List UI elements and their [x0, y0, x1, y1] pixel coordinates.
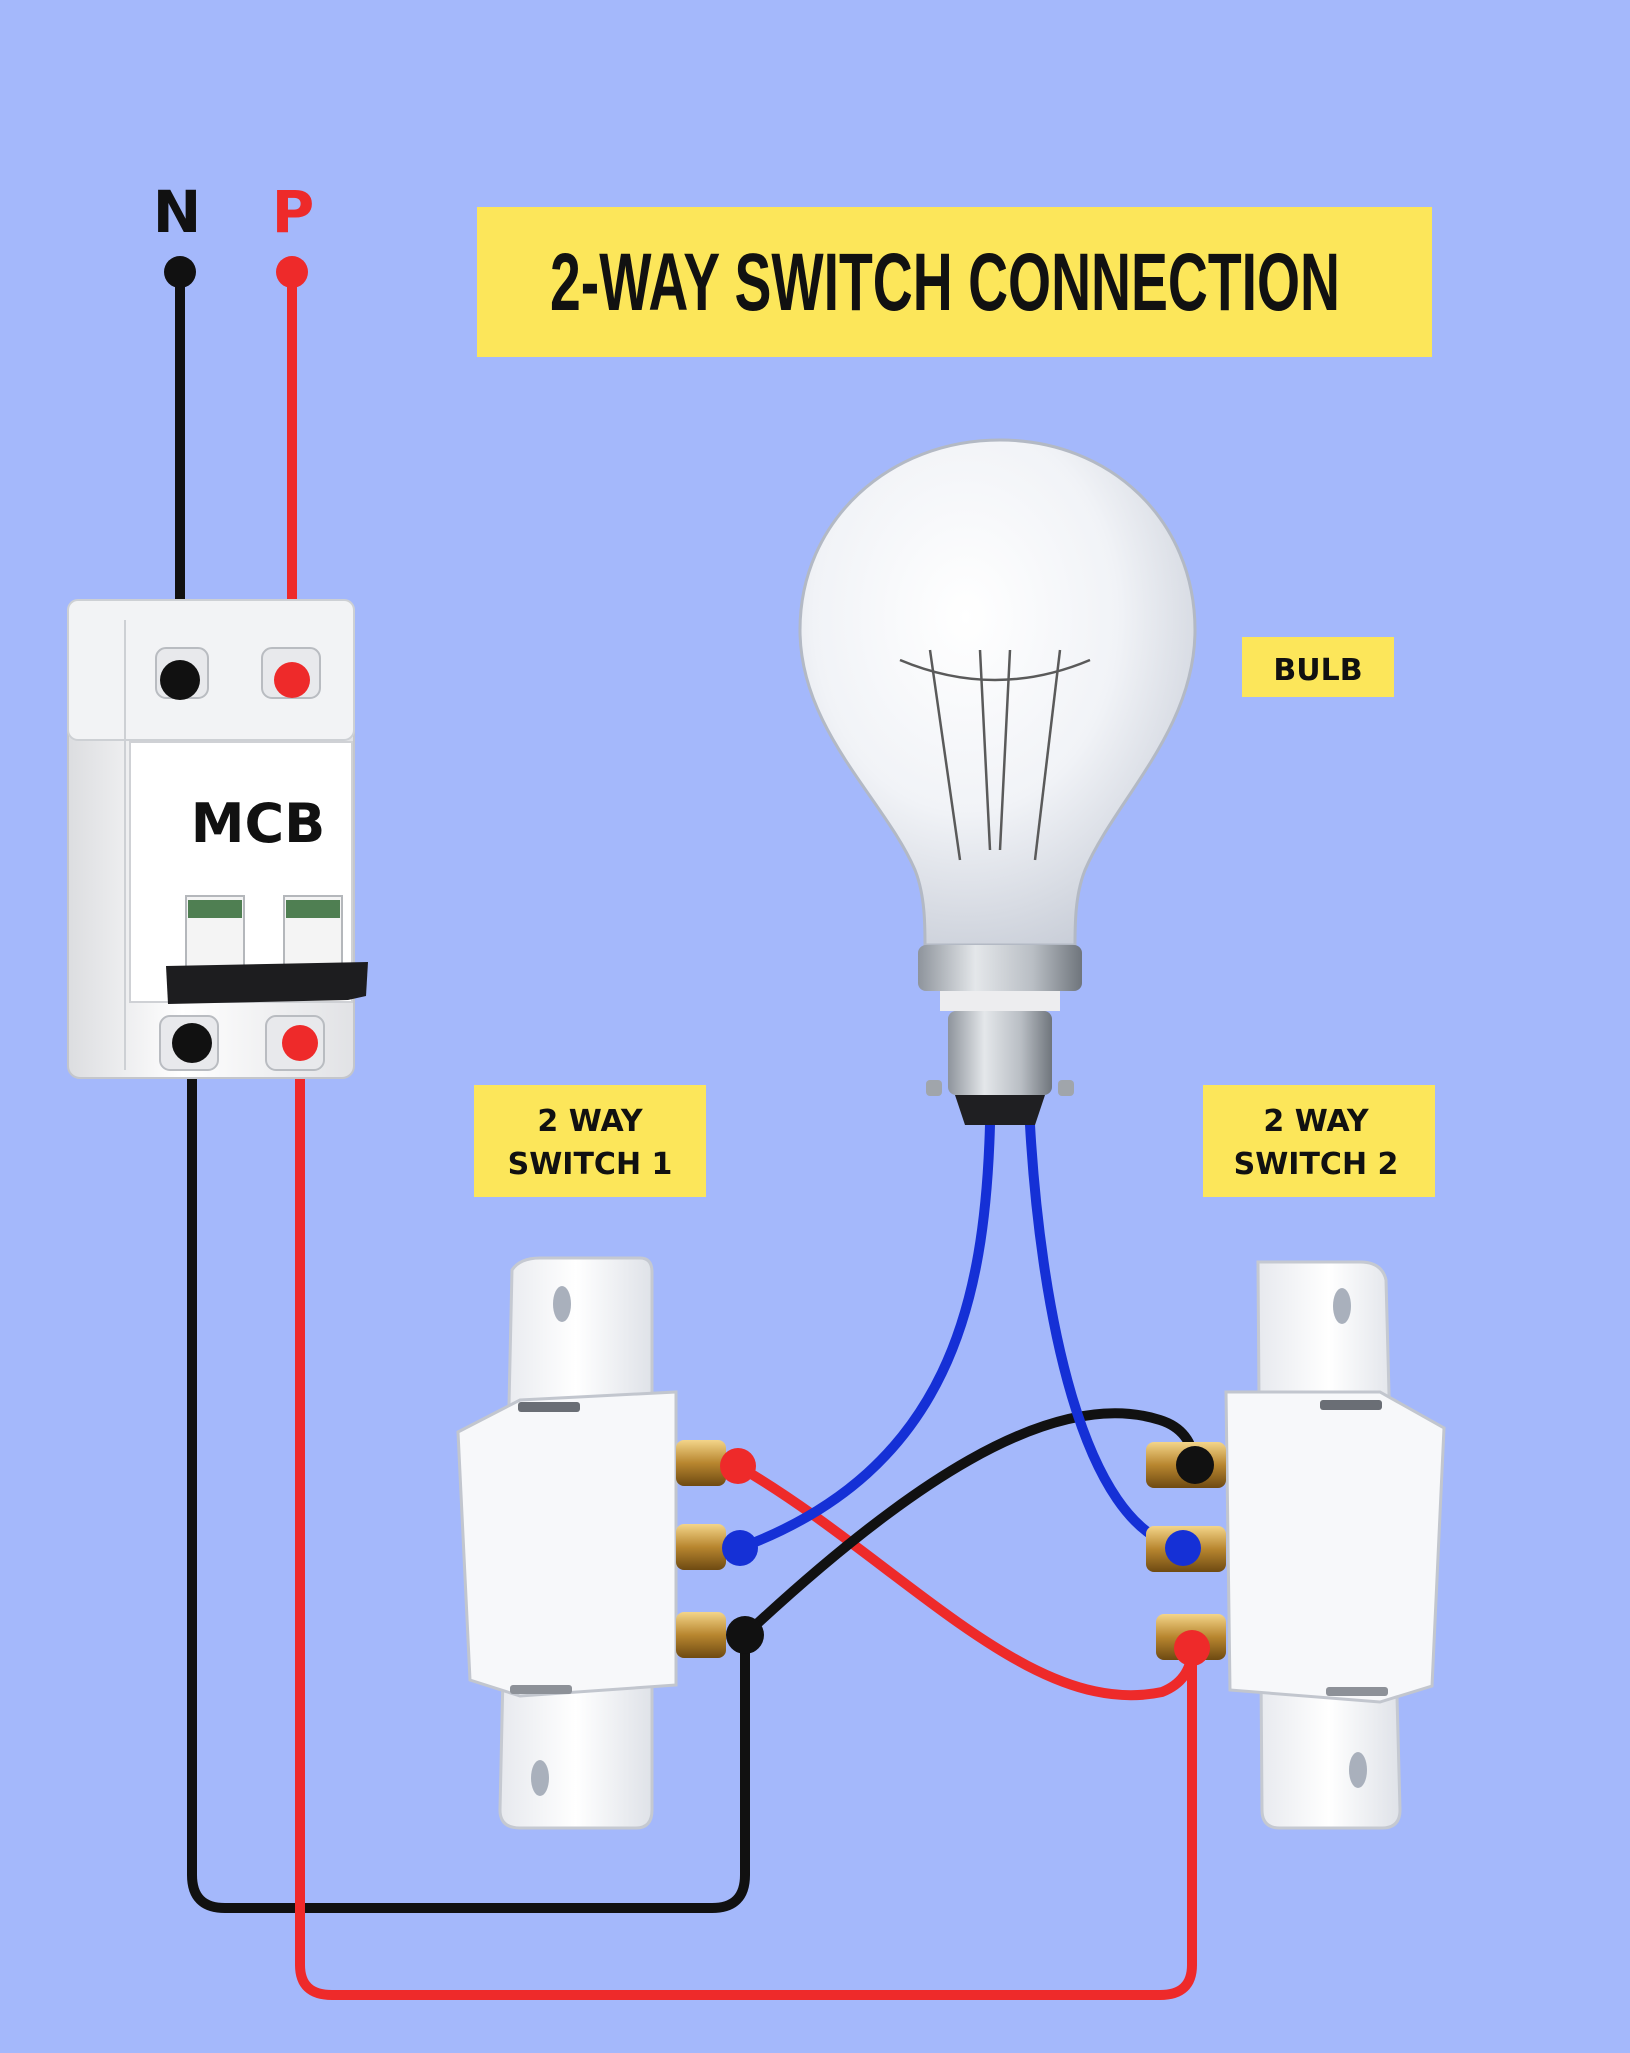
traveller-wire-red [733, 1461, 1197, 1701]
switch1-terminal-middle [676, 1524, 726, 1570]
switch2-screw-hole-bottom [1349, 1752, 1367, 1788]
switch1-terminal-bottom [676, 1612, 726, 1658]
switch1-label-box: 2 WAY SWITCH 1 [474, 1085, 706, 1197]
bulb-label-box: BULB [1242, 637, 1394, 697]
switch2-rocker-mark-top [1320, 1400, 1382, 1410]
mcb-toggle-1-indicator [188, 900, 242, 918]
switch1-label-line1: 2 WAY [537, 1104, 643, 1139]
bulb [798, 438, 1197, 1125]
switch2-rocker-mark-bottom [1326, 1687, 1388, 1696]
switch2-label-background [1203, 1085, 1435, 1197]
mcb-lever-bar [166, 962, 368, 1004]
switch1-terminal-middle-dot [722, 1530, 758, 1566]
switch2 [1146, 1260, 1446, 1830]
bulb-collar [940, 991, 1060, 1011]
switch2-rocker [1224, 1390, 1446, 1704]
mcb: MCB [67, 599, 368, 1079]
bulb-pin-left [926, 1080, 942, 1096]
switch1-rocker-mark-bottom [510, 1685, 572, 1694]
bulb-wire-to-switch2 [1025, 1120, 1188, 1553]
bulb-wire-to-switch1 [735, 1120, 995, 1553]
switch2-label-line1: 2 WAY [1263, 1104, 1369, 1139]
mcb-top-p-dot [274, 662, 310, 698]
bulb-filament [899, 649, 1091, 861]
bulb-label-background [1242, 637, 1394, 697]
switch1-terminal-top-dot [720, 1448, 756, 1484]
phase-wire-to-switch2 [295, 1038, 1197, 2000]
phase-terminal-dot [276, 256, 308, 288]
phase-label: P [272, 178, 315, 246]
bulb-cap [948, 1011, 1052, 1095]
switch1-terminal-bottom-dot [726, 1616, 764, 1654]
bulb-neck [918, 945, 1082, 991]
switch2-terminal-middle-dot [1165, 1530, 1201, 1566]
switch2-label-box: 2 WAY SWITCH 2 [1203, 1085, 1435, 1197]
bulb-label: BULB [1273, 653, 1362, 688]
switch2-terminal-bottom-dot [1174, 1630, 1210, 1666]
neutral-label: N [153, 178, 202, 246]
mcb-top-n-dot [160, 660, 200, 700]
page-title: 2-WAY SWITCH CONNECTION [550, 237, 1340, 328]
mcb-bottom-n-dot [172, 1023, 212, 1063]
switch1-rocker-mark-top [518, 1402, 580, 1412]
mcb-toggle-2-indicator [286, 900, 340, 918]
mcb-bottom-p-dot [282, 1025, 318, 1061]
wires [175, 267, 1200, 2000]
switch1-label-line2: SWITCH 1 [508, 1147, 673, 1182]
switch2-terminal-top-dot [1176, 1446, 1214, 1484]
mcb-label: MCB [191, 792, 326, 855]
neutral-wire-to-switch1 [187, 1038, 750, 1913]
switch1 [456, 1256, 764, 1830]
bulb-contact [955, 1095, 1045, 1125]
supply-terminals: N P [153, 178, 315, 288]
title-banner: 2-WAY SWITCH CONNECTION [477, 207, 1432, 357]
mcb-top-section [67, 599, 355, 741]
switch1-label-background [474, 1085, 706, 1197]
traveller-wire-black [740, 1408, 1200, 1640]
switch1-screw-hole-top [553, 1286, 571, 1322]
switch2-label-line2: SWITCH 2 [1234, 1147, 1399, 1182]
bulb-glass [798, 438, 1197, 947]
switch1-screw-hole-bottom [531, 1760, 549, 1796]
switch2-screw-hole-top [1333, 1288, 1351, 1324]
title-background [477, 207, 1432, 357]
bulb-pin-right [1058, 1080, 1074, 1096]
switch1-terminal-top [676, 1440, 726, 1486]
neutral-terminal-dot [164, 256, 196, 288]
switch1-rocker [456, 1390, 678, 1698]
